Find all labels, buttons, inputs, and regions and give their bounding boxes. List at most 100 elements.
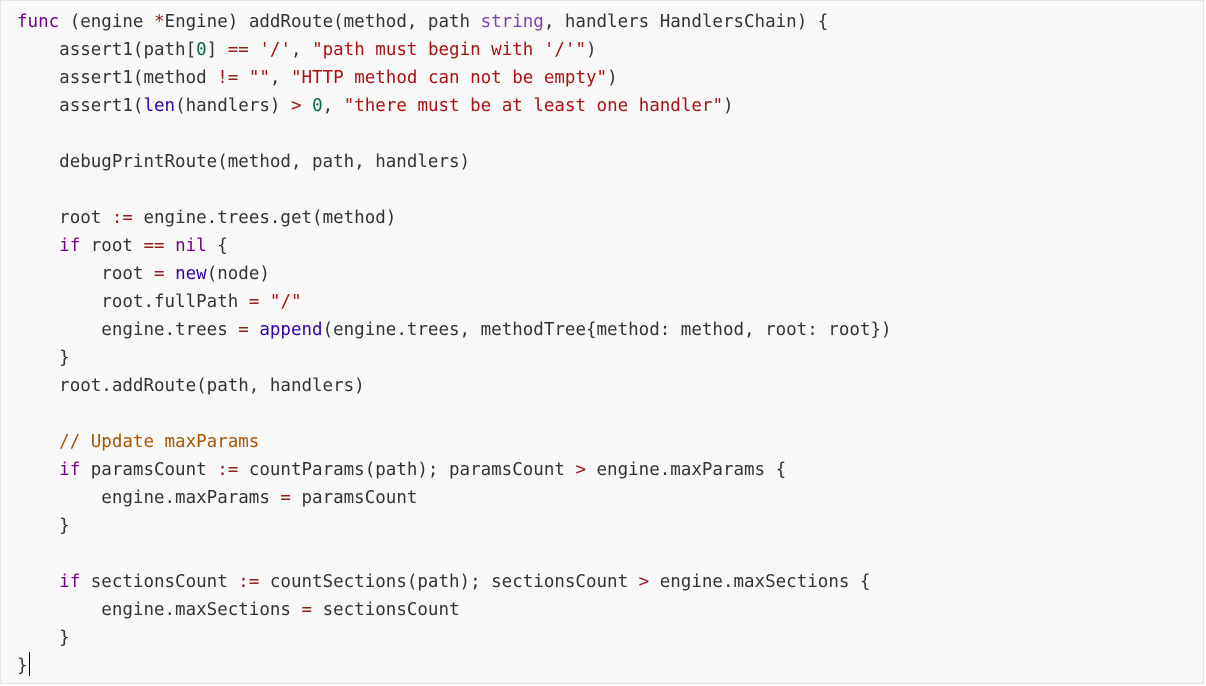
- code-line[interactable]: assert1(path[0] == '/', "path must begin…: [17, 36, 892, 64]
- code-token-plain: debugPrintRoute(method, path, handlers): [59, 152, 471, 172]
- line-indent: [17, 320, 101, 340]
- code-token-operator: =: [248, 292, 260, 312]
- code-token-plain: ]: [206, 40, 228, 60]
- code-token-plain: engine.maxSections: [101, 600, 302, 620]
- code-line[interactable]: root := engine.trees.get(method): [17, 204, 892, 232]
- code-line[interactable]: root.addRoute(path, handlers): [17, 372, 892, 400]
- code-token-plain: assert1(: [59, 96, 144, 116]
- code-line[interactable]: }: [17, 624, 892, 652]
- line-indent: [17, 348, 59, 368]
- code-token-operator: :=: [238, 572, 260, 592]
- code-token-string: '/': [259, 40, 291, 60]
- code-token-plain: ): [722, 96, 734, 116]
- code-token-plain: root.fullPath: [101, 292, 249, 312]
- code-token-keyword: func: [17, 12, 60, 32]
- line-indent: [17, 488, 101, 508]
- code-token-plain: [249, 320, 260, 340]
- code-token-builtin: len: [143, 96, 176, 116]
- code-line[interactable]: [17, 176, 892, 204]
- code-line[interactable]: [17, 540, 892, 568]
- code-block[interactable]: func (engine *Engine) addRoute(method, p…: [17, 8, 892, 680]
- code-token-plain: [165, 264, 176, 284]
- code-line[interactable]: [17, 400, 892, 428]
- code-token-keyword: if: [59, 572, 81, 592]
- code-line[interactable]: engine.maxParams = paramsCount: [17, 484, 892, 512]
- code-token-string: "HTTP method can not be empty": [290, 68, 608, 88]
- code-token-plain: ): [586, 40, 597, 60]
- code-line[interactable]: root.fullPath = "/": [17, 288, 892, 316]
- code-token-plain: engine.maxParams {: [585, 460, 787, 480]
- code-token-plain: paramsCount: [290, 488, 418, 508]
- code-token-number: 0: [312, 96, 323, 116]
- code-token-plain: root: [101, 264, 154, 284]
- code-line[interactable]: // Update maxParams: [17, 428, 892, 456]
- code-line[interactable]: [17, 120, 892, 148]
- code-token-plain: root: [80, 236, 144, 256]
- code-line[interactable]: if paramsCount := countParams(path); par…: [17, 456, 892, 484]
- code-token-plain: (handlers): [175, 96, 291, 116]
- line-indent: [17, 152, 59, 172]
- code-line[interactable]: if sectionsCount := countSections(path);…: [17, 568, 892, 596]
- code-token-plain: [302, 96, 313, 116]
- line-indent: [17, 68, 59, 88]
- code-token-plain: (engine.trees, methodTree{method: method…: [322, 320, 892, 340]
- code-token-builtin: append: [259, 320, 323, 340]
- code-line[interactable]: assert1(method != "", "HTTP method can n…: [17, 64, 892, 92]
- code-token-keyword: if: [59, 460, 81, 480]
- code-token-operator: >: [575, 460, 586, 480]
- code-token-operator: >: [638, 572, 650, 592]
- code-token-keyword: if: [59, 236, 81, 256]
- code-token-plain: (node): [206, 264, 270, 284]
- line-indent: [17, 292, 101, 312]
- code-line[interactable]: if root == nil {: [17, 232, 892, 260]
- code-line[interactable]: func (engine *Engine) addRoute(method, p…: [17, 8, 892, 36]
- code-token-plain: }: [59, 516, 70, 536]
- code-token-operator: :=: [217, 460, 239, 480]
- code-token-plain: engine.trees.get(method): [132, 208, 397, 228]
- code-token-type: string: [480, 12, 544, 32]
- text-cursor: [28, 652, 30, 676]
- line-indent: [17, 208, 59, 228]
- code-line[interactable]: }: [17, 652, 892, 680]
- code-token-operator: >: [290, 96, 302, 116]
- code-token-plain: [259, 292, 270, 312]
- code-token-plain: [238, 68, 249, 88]
- code-token-plain: ,: [322, 96, 344, 116]
- code-line[interactable]: }: [17, 512, 892, 540]
- line-indent: [17, 40, 59, 60]
- line-indent: [17, 236, 59, 256]
- code-line[interactable]: engine.maxSections = sectionsCount: [17, 596, 892, 624]
- code-token-plain: root: [59, 208, 112, 228]
- code-line[interactable]: engine.trees = append(engine.trees, meth…: [17, 316, 892, 344]
- code-token-plain: {: [206, 236, 228, 256]
- code-token-plain: [165, 236, 176, 256]
- code-token-operator: =: [238, 320, 249, 340]
- code-line[interactable]: debugPrintRoute(method, path, handlers): [17, 148, 892, 176]
- code-token-plain: engine.maxSections {: [649, 572, 871, 592]
- line-indent: [17, 600, 101, 620]
- code-token-keyword: nil: [175, 236, 207, 256]
- code-line[interactable]: assert1(len(handlers) > 0, "there must b…: [17, 92, 892, 120]
- code-token-operator: =: [280, 488, 291, 508]
- code-token-string: "there must be at least one handler": [343, 96, 723, 116]
- code-line[interactable]: }: [17, 344, 892, 372]
- code-token-string: "path must begin with '/'": [312, 40, 586, 60]
- code-token-plain: }: [17, 656, 28, 676]
- code-token-plain: engine.trees: [101, 320, 239, 340]
- code-token-plain: }: [59, 348, 70, 368]
- code-token-operator: ==: [143, 236, 165, 256]
- code-token-plain: sectionsCount: [80, 572, 239, 592]
- code-token-plain: paramsCount: [80, 460, 218, 480]
- code-token-plain: assert1(path[: [59, 40, 197, 60]
- line-indent: [17, 516, 59, 536]
- code-line[interactable]: root = new(node): [17, 260, 892, 288]
- code-token-operator: :=: [111, 208, 133, 228]
- code-token-plain: Engine) addRoute(method, path: [164, 12, 481, 32]
- code-token-plain: [249, 40, 260, 60]
- code-token-plain: ,: [290, 40, 313, 60]
- code-token-plain: ,: [269, 68, 291, 88]
- line-indent: [17, 264, 101, 284]
- line-indent: [17, 460, 59, 480]
- code-token-operator: =: [301, 600, 313, 620]
